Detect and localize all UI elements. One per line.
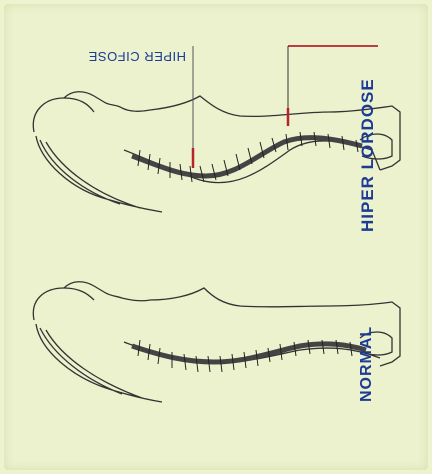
normal-label: NORMAL bbox=[358, 326, 376, 402]
face-profile-top bbox=[64, 92, 150, 112]
spine-top bbox=[132, 138, 362, 176]
hiper-cifose-label: HIPER CIFOSE bbox=[88, 49, 186, 64]
head-outline-top bbox=[33, 98, 94, 132]
head-outline-bottom bbox=[33, 288, 94, 320]
hair-bottom bbox=[36, 324, 162, 402]
hiper-lordose-label: HIPER LORDOSE bbox=[358, 78, 378, 232]
marker-lines bbox=[193, 46, 378, 168]
abnormal-posture-figure bbox=[33, 92, 400, 212]
spine-bottom bbox=[132, 344, 366, 362]
face-profile-bottom bbox=[64, 282, 150, 301]
hair-top bbox=[36, 136, 162, 212]
normal-posture-figure bbox=[33, 282, 400, 402]
